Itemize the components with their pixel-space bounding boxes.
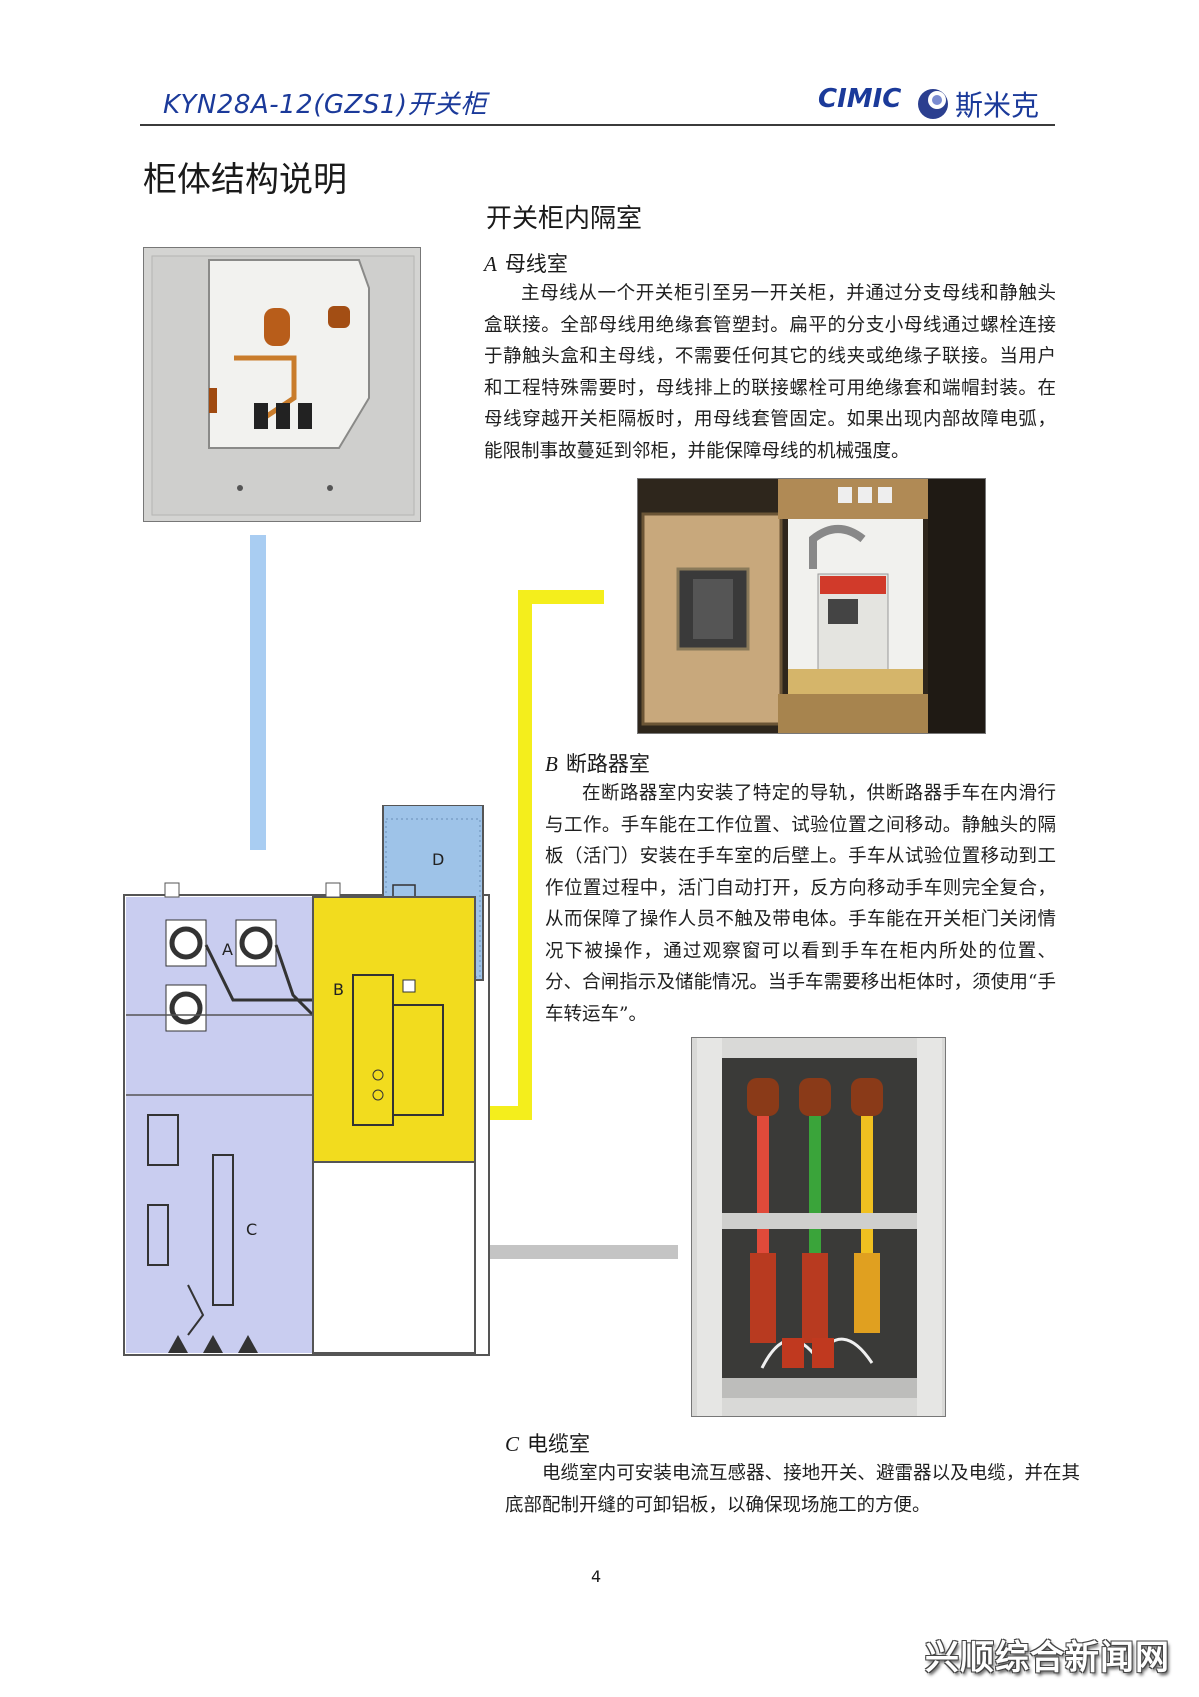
busbar-connector-line (250, 535, 266, 850)
diagram-label-a: A (222, 940, 233, 959)
section-a-title: A 母线室 (484, 248, 568, 278)
section-a-letter: A (484, 252, 497, 276)
circuit-breaker-compartment-photo (637, 478, 986, 734)
section-a-name: 母线室 (504, 252, 568, 276)
breaker-connector-top (526, 590, 604, 604)
diagram-label-c: C (246, 1220, 257, 1239)
section-b-letter: B (545, 752, 558, 776)
section-a-text: 主母线从一个开关柜引至另一开关柜，并通过分支母线和静触头盒联接。全部母线用绝缘套… (484, 283, 1056, 462)
busbar-compartment-photo (143, 247, 421, 522)
cable-connector-line (488, 1245, 678, 1259)
brand-logo-icon (918, 89, 948, 119)
section-c-letter: C (505, 1432, 520, 1456)
section-b-text: 在断路器室内安装了特定的导轨，供断路器手车在内滑行与工作。手车能在工作位置、试验… (545, 783, 1056, 1025)
section-subheading: 开关柜内隔室 (486, 204, 643, 234)
diagram-label-d: D (432, 850, 444, 869)
section-b-name: 断路器室 (565, 752, 650, 776)
breaker-connector-bottom (488, 1106, 532, 1120)
page-number: 4 (591, 1567, 602, 1586)
section-b-title: B 断路器室 (545, 748, 650, 778)
section-c-title: C 电缆室 (505, 1428, 590, 1458)
diagram-label-b: B (333, 980, 344, 999)
brand-name-cn: 斯米克 (955, 89, 1040, 122)
breaker-connector-vertical (518, 590, 532, 1120)
cabinet-cross-section-diagram: A B C D (123, 805, 490, 1356)
page-heading: 柜体结构说明 (143, 160, 347, 200)
document-title: KYN28A-12(GZS1)开关柜 (163, 90, 488, 120)
site-watermark: 兴顺综合新闻网 (925, 1638, 1170, 1678)
section-c-name: 电缆室 (527, 1432, 591, 1456)
section-c-text: 电缆室内可安装电流互感器、接地开关、避雷器以及电缆，并在其底部配制开缝的可卸铝板… (505, 1463, 1080, 1516)
brand-name: CIMIC (818, 84, 902, 114)
header-divider (140, 124, 1055, 126)
cable-compartment-photo (691, 1037, 946, 1417)
